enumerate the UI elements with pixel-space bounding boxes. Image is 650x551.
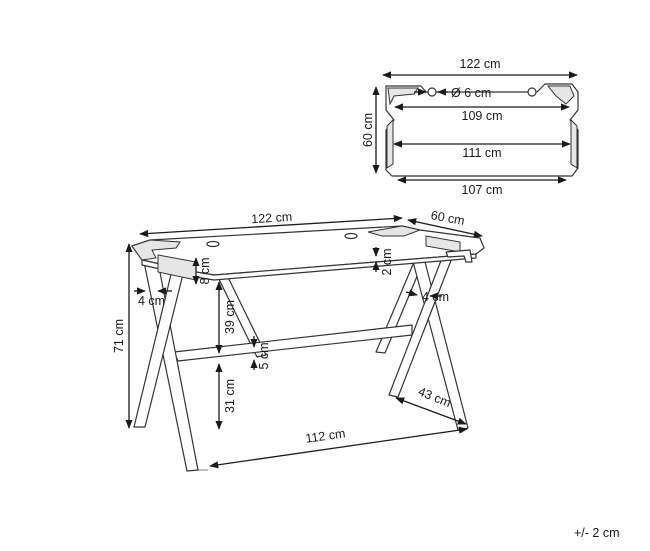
desk-cable-hole-right — [344, 232, 358, 240]
foot-depth-dimension-line — [395, 397, 467, 425]
cable-hole-left — [427, 87, 437, 97]
tolerance-note: +/- 2 cm — [574, 526, 620, 540]
right-hook — [445, 249, 473, 263]
top-view-inner-label-1: 109 cm — [462, 109, 503, 123]
upper-clearance-label: 39 cm — [223, 300, 237, 334]
base-width-dimension-line — [209, 426, 468, 469]
top-view-width-label: 122 cm — [460, 57, 501, 71]
left-leg-width-label: 4 cm — [138, 294, 165, 308]
lower-clearance-label: 31 cm — [223, 379, 237, 413]
top-view-right-plate — [546, 85, 575, 105]
top-view-depth-label: 60 cm — [361, 113, 375, 147]
top-view-bottom-label: 107 cm — [462, 183, 503, 197]
top-view-inner-label-2: 111 cm — [462, 146, 501, 160]
top-view-hole-label: Ø 6 cm — [451, 86, 491, 100]
crossbar — [173, 324, 413, 362]
cable-hole-right — [527, 87, 537, 97]
crossbar-label: 5 cm — [257, 342, 271, 369]
top-view-left-plate — [387, 87, 419, 106]
side-panel-label: 8 cm — [198, 257, 212, 284]
right-leg-width-label: 4 cm — [422, 290, 449, 304]
top-view-right-side-panel — [570, 118, 578, 169]
desktop-width-dimension-line — [139, 214, 403, 238]
perspective-view: 122 cm 60 cm 71 cm 8 cm 2 cm 4 cm 4 cm 3… — [112, 208, 485, 472]
base-width-label: 112 cm — [305, 426, 347, 445]
desktop-depth-dimension-line — [407, 218, 483, 238]
height-label: 71 cm — [112, 319, 126, 353]
top-thickness-label: 2 cm — [380, 248, 394, 275]
top-view: 122 cm Ø 6 cm 109 cm 111 cm 107 cm 60 cm — [361, 57, 579, 197]
top-view-left-side-panel — [386, 118, 394, 169]
right-leg-width-arrow-a — [405, 289, 418, 297]
desktop-width-label: 122 cm — [251, 210, 293, 226]
desk-cable-hole-left — [206, 240, 220, 248]
desktop-left-corner — [131, 239, 181, 261]
desktop-depth-label: 60 cm — [430, 208, 466, 228]
